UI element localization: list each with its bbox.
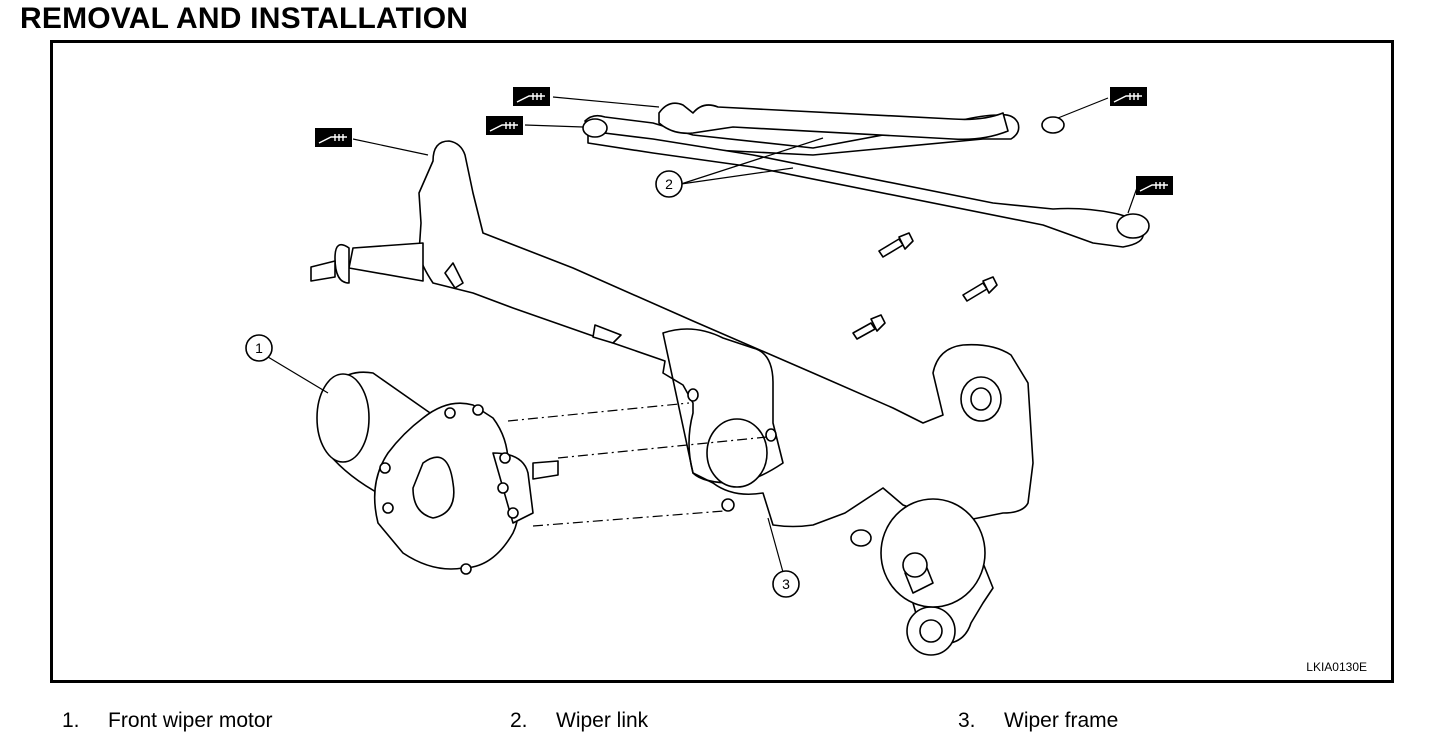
callout-1: 1 bbox=[245, 334, 273, 362]
wiper-frame bbox=[310, 140, 1034, 656]
torque-icon bbox=[1110, 87, 1147, 106]
legend-number: 1. bbox=[62, 709, 80, 732]
diagram-frame: 1 2 3 LKIA0130E bbox=[50, 40, 1394, 683]
legend-label: Wiper frame bbox=[1004, 709, 1119, 732]
legend-label: Front wiper motor bbox=[108, 709, 273, 732]
torque-icon bbox=[513, 87, 550, 106]
legend-number: 3. bbox=[958, 709, 976, 732]
callout-3: 3 bbox=[772, 570, 800, 598]
legend-label: Wiper link bbox=[556, 709, 649, 732]
svg-text:1: 1 bbox=[255, 340, 263, 356]
figure-reference-code: LKIA0130E bbox=[1306, 660, 1367, 674]
torque-symbols bbox=[315, 87, 1173, 195]
alignment-lines bbox=[507, 402, 768, 527]
callout-leaders bbox=[267, 96, 1139, 584]
legend-number: 2. bbox=[510, 709, 528, 732]
front-wiper-motor bbox=[316, 371, 559, 575]
page-title: REMOVAL AND INSTALLATION bbox=[20, 2, 469, 35]
parts-legend: 1. Front wiper motor 2. Wiper link 3. Wi… bbox=[0, 708, 1440, 738]
wiper-link bbox=[582, 102, 1150, 248]
callout-2: 2 bbox=[655, 170, 683, 198]
svg-text:2: 2 bbox=[665, 176, 673, 192]
torque-icon bbox=[315, 128, 352, 147]
bolts bbox=[852, 232, 998, 340]
torque-icon bbox=[1136, 176, 1173, 195]
wiper-assembly-diagram: 1 2 3 bbox=[245, 87, 1173, 656]
torque-icon bbox=[486, 116, 523, 135]
svg-text:3: 3 bbox=[782, 576, 790, 592]
